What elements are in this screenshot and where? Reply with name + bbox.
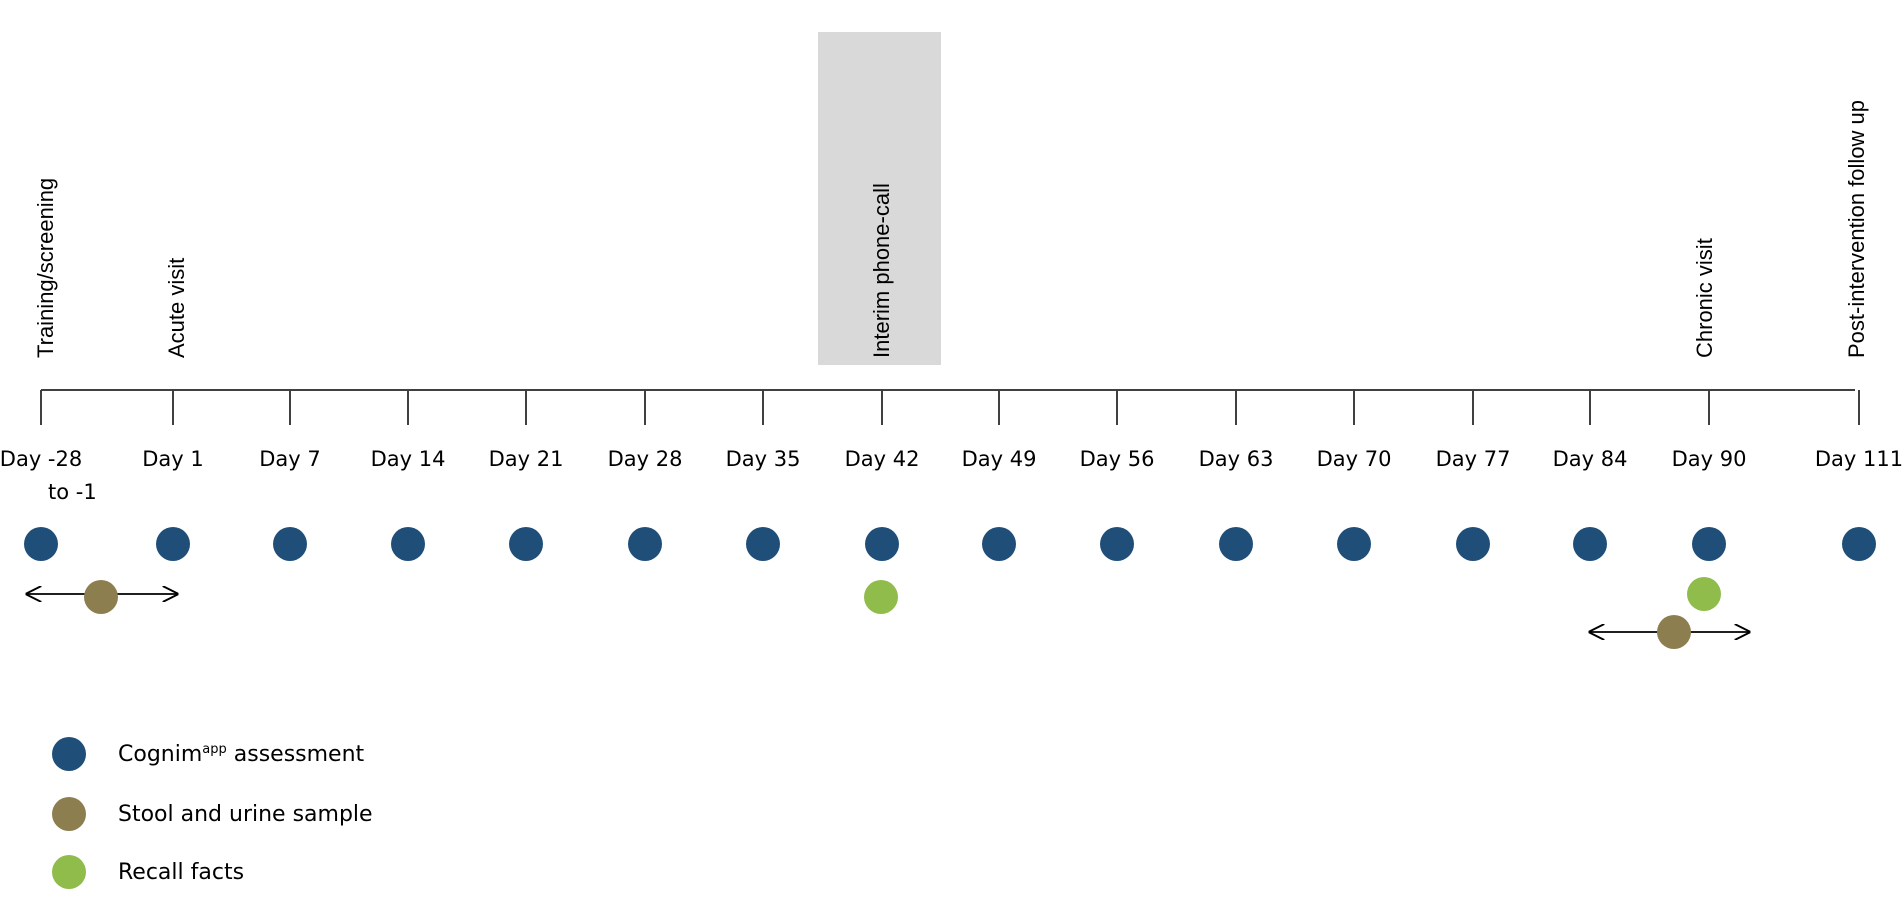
assessment-dot — [1456, 527, 1490, 561]
sample-dot-chronic — [1657, 615, 1691, 649]
assessment-dot — [628, 527, 662, 561]
assessment-dot — [1100, 527, 1134, 561]
legend-assessment-label: Cognimapp assessment — [118, 741, 365, 767]
legend-item-assessment: Cognimapp assessment — [52, 737, 364, 771]
legend-sample-dot — [52, 797, 86, 831]
assessment-dot — [273, 527, 307, 561]
assessment-dot — [1573, 527, 1607, 561]
recall-dot-day90 — [1687, 577, 1721, 611]
day-label: Day 42 — [844, 447, 920, 471]
axis-ticks — [40, 390, 1860, 425]
legend-sample-label: Stool and urine sample — [118, 801, 373, 827]
recall-dot-day42 — [864, 580, 898, 614]
day-label: Day 35 — [725, 447, 801, 471]
day-label: Day 63 — [1198, 447, 1274, 471]
assessment-dot — [746, 527, 780, 561]
assessment-dot — [1337, 527, 1371, 561]
day-label: Day -28 — [0, 447, 83, 471]
legend-assessment-dot — [52, 737, 86, 771]
day-label: Day 84 — [1552, 447, 1628, 471]
interim-phone-call-box — [818, 32, 941, 365]
legend-recall-dot — [52, 855, 86, 889]
day-sublabel: to -1 — [48, 480, 97, 504]
day-label: Day 28 — [607, 447, 683, 471]
day-label: Day 56 — [1079, 447, 1155, 471]
assessment-dot — [1842, 527, 1876, 561]
assessment-dot — [156, 527, 190, 561]
day-label: Day 90 — [1671, 447, 1747, 471]
assessment-dot — [865, 527, 899, 561]
legend-item-recall: Recall facts — [52, 855, 244, 889]
sample-dot-screening — [84, 580, 118, 614]
day-label: Day 111 — [1814, 447, 1902, 471]
legend-item-sample: Stool and urine sample — [52, 797, 373, 831]
day-label: Day 77 — [1435, 447, 1511, 471]
assessment-dot — [24, 527, 58, 561]
day-label: Day 49 — [961, 447, 1037, 471]
assessment-dot — [982, 527, 1016, 561]
assessment-dot — [1219, 527, 1253, 561]
day-label: Day 1 — [142, 447, 204, 471]
day-label: Day 70 — [1316, 447, 1392, 471]
assessment-dot — [1692, 527, 1726, 561]
day-label: Day 14 — [370, 447, 446, 471]
day-label: Day 7 — [259, 447, 321, 471]
assessment-dot — [391, 527, 425, 561]
assessment-dot — [509, 527, 543, 561]
day-label: Day 21 — [488, 447, 564, 471]
legend-recall-label: Recall facts — [118, 859, 245, 885]
